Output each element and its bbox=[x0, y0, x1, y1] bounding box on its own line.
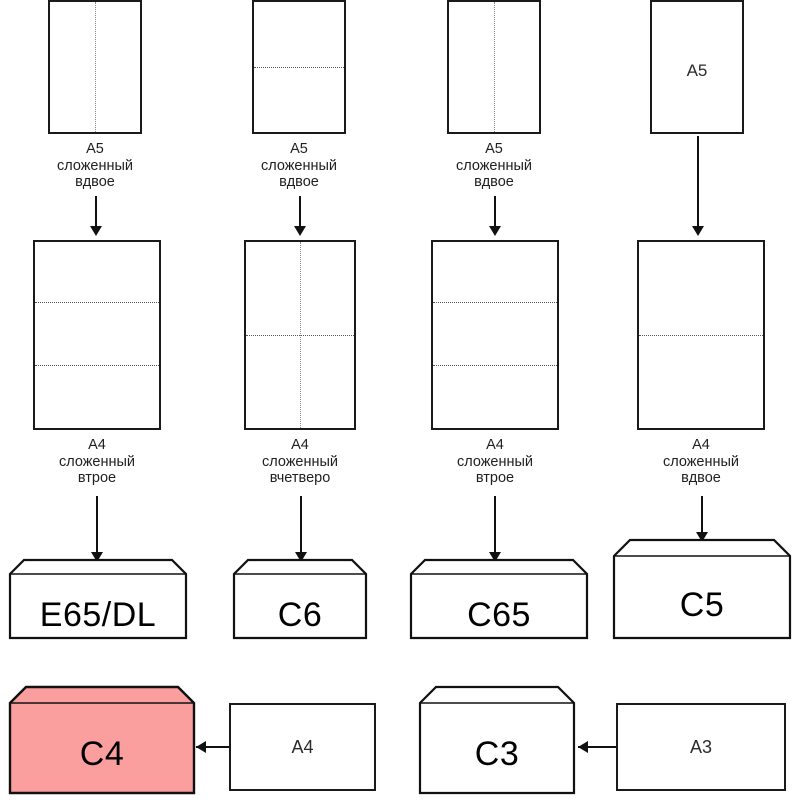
caption-a4-col2: A4 сложенный вчетверо bbox=[261, 437, 339, 486]
sheet-label-a5: A5 bbox=[686, 61, 708, 80]
sheet-a5-col2 bbox=[252, 0, 346, 134]
envelope-c4-highlighted[interactable]: C4 bbox=[8, 685, 196, 795]
fold-line-vertical bbox=[494, 2, 495, 132]
envelope-label: C3 bbox=[474, 735, 520, 773]
envelope-e65-dl[interactable]: E65/DL bbox=[8, 558, 188, 640]
fold-line-vertical bbox=[300, 242, 301, 428]
caption-a5-col1: A5 сложенный вдвое bbox=[56, 141, 134, 190]
fold-line-horizontal-lower bbox=[433, 365, 557, 366]
envelope-label: C6 bbox=[277, 596, 323, 634]
caption-a4-col3: A4 сложенный втрое bbox=[456, 437, 534, 486]
caption-a4-col1: A4 сложенный втрое bbox=[58, 437, 136, 486]
paper-a3-row4: A3 bbox=[616, 703, 786, 791]
sheet-a4-col2 bbox=[244, 240, 356, 430]
envelope-label: C65 bbox=[467, 596, 531, 634]
envelope-label: C5 bbox=[679, 586, 725, 624]
fold-line-horizontal-upper bbox=[35, 302, 159, 303]
sheet-a5-col1 bbox=[48, 0, 142, 134]
sheet-a5-col4: A5 bbox=[650, 0, 744, 134]
fold-line-horizontal-lower bbox=[35, 365, 159, 366]
sheet-a5-col3 bbox=[447, 0, 541, 134]
envelope-label: C4 bbox=[79, 735, 125, 773]
envelope-c6[interactable]: C6 bbox=[232, 558, 368, 640]
envelope-label: E65/DL bbox=[39, 596, 157, 634]
fold-line-horizontal bbox=[639, 335, 763, 336]
paper-label: A3 bbox=[689, 736, 713, 757]
sheet-a4-col1 bbox=[33, 240, 161, 430]
paper-a4-row4: A4 bbox=[229, 703, 376, 791]
envelope-c5[interactable]: C5 bbox=[612, 538, 792, 640]
caption-a5-col3: A5 сложенный вдвое bbox=[455, 141, 533, 190]
envelope-c65[interactable]: C65 bbox=[409, 558, 589, 640]
caption-a4-col4: A4 сложенный вдвое bbox=[662, 437, 740, 486]
envelope-c3[interactable]: C3 bbox=[418, 685, 576, 795]
paper-label: A4 bbox=[291, 736, 314, 757]
fold-line-vertical bbox=[95, 2, 96, 132]
sheet-a4-col3 bbox=[431, 240, 559, 430]
sheet-a4-col4 bbox=[637, 240, 765, 430]
fold-line-horizontal bbox=[254, 67, 344, 68]
caption-a5-col2: A5 сложенный вдвое bbox=[260, 141, 338, 190]
fold-line-horizontal-upper bbox=[433, 302, 557, 303]
